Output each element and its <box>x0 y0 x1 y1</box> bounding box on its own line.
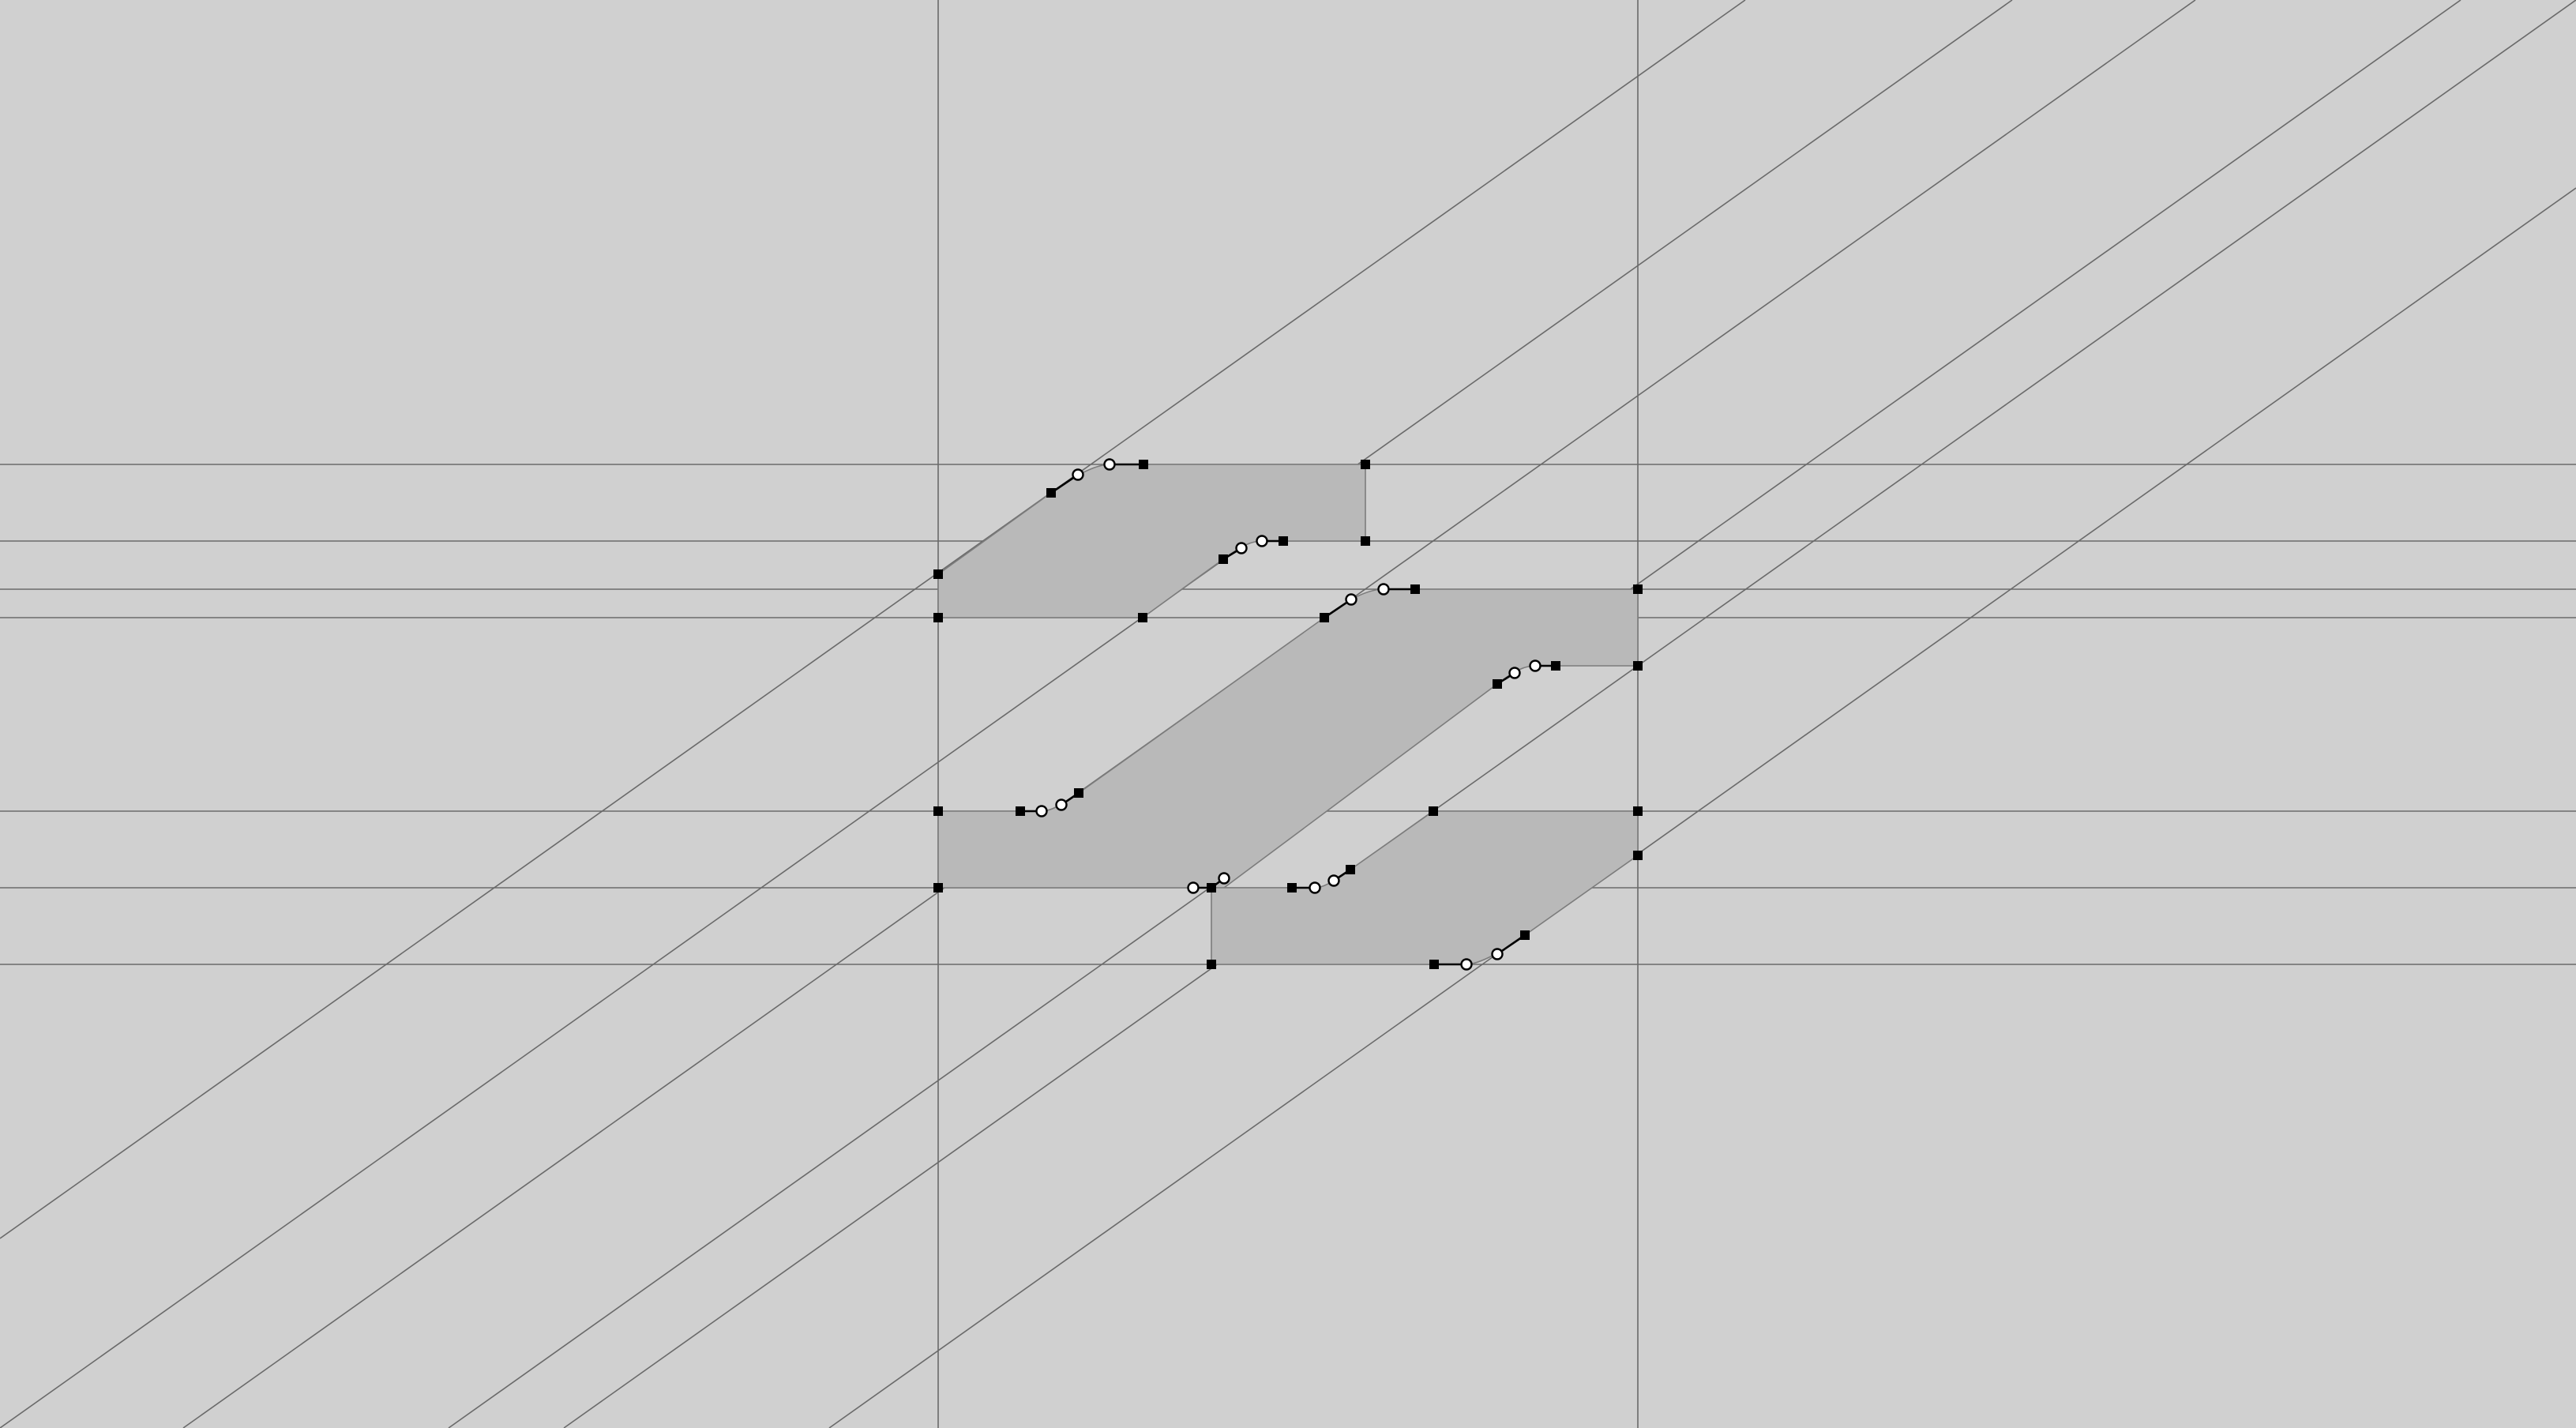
anchor-point[interactable] <box>1429 960 1439 969</box>
control-point[interactable] <box>1103 458 1116 471</box>
anchor-point[interactable] <box>933 883 943 892</box>
control-point[interactable] <box>1256 535 1268 547</box>
anchor-point[interactable] <box>1138 613 1147 622</box>
anchor-point[interactable] <box>1493 679 1502 689</box>
control-point[interactable] <box>1235 542 1248 554</box>
control-point[interactable] <box>1055 799 1068 811</box>
anchor-point[interactable] <box>1633 584 1643 594</box>
bezier-points <box>933 458 1643 971</box>
anchor-point[interactable] <box>933 613 943 622</box>
anchor-point[interactable] <box>1207 883 1216 892</box>
anchor-point[interactable] <box>1016 806 1025 816</box>
anchor-point[interactable] <box>1410 584 1420 594</box>
control-point[interactable] <box>1187 881 1200 894</box>
control-point[interactable] <box>1218 872 1230 885</box>
logo-shapes <box>937 464 1639 965</box>
anchor-points <box>933 460 1643 969</box>
anchor-point[interactable] <box>1320 613 1329 622</box>
control-point[interactable] <box>1377 583 1390 596</box>
control-points <box>1035 458 1541 971</box>
control-point[interactable] <box>1345 593 1357 606</box>
control-point[interactable] <box>1072 468 1084 481</box>
anchor-point[interactable] <box>1074 788 1083 798</box>
control-point[interactable] <box>1327 874 1340 887</box>
control-point[interactable] <box>1460 958 1473 971</box>
anchor-point[interactable] <box>1287 883 1297 892</box>
anchor-point[interactable] <box>933 806 943 816</box>
diagonal-guide[interactable] <box>0 0 2013 1428</box>
anchor-point[interactable] <box>1046 488 1056 498</box>
diagonal-guide[interactable] <box>0 0 1746 1239</box>
anchor-point[interactable] <box>1520 930 1530 940</box>
control-point[interactable] <box>1491 948 1504 960</box>
control-point[interactable] <box>1508 667 1521 679</box>
control-point[interactable] <box>1035 805 1048 817</box>
anchor-point[interactable] <box>1346 865 1355 874</box>
anchor-point[interactable] <box>1361 460 1370 469</box>
anchor-point[interactable] <box>1207 960 1216 969</box>
anchor-point[interactable] <box>1633 806 1643 816</box>
diagonal-guide[interactable] <box>828 187 2576 1428</box>
anchor-point[interactable] <box>1633 851 1643 860</box>
anchor-point[interactable] <box>1633 661 1643 671</box>
anchor-point[interactable] <box>1139 460 1148 469</box>
anchor-point[interactable] <box>1429 806 1438 816</box>
diagonal-guide[interactable] <box>563 0 2576 1428</box>
anchor-point[interactable] <box>1361 536 1370 546</box>
control-point[interactable] <box>1309 881 1321 894</box>
control-point[interactable] <box>1529 660 1541 672</box>
anchor-point[interactable] <box>1279 536 1288 546</box>
anchor-point[interactable] <box>1551 661 1560 671</box>
anchor-point[interactable] <box>1219 554 1228 564</box>
anchor-point[interactable] <box>933 569 943 579</box>
top-parallelogram-shape[interactable] <box>937 464 1366 618</box>
